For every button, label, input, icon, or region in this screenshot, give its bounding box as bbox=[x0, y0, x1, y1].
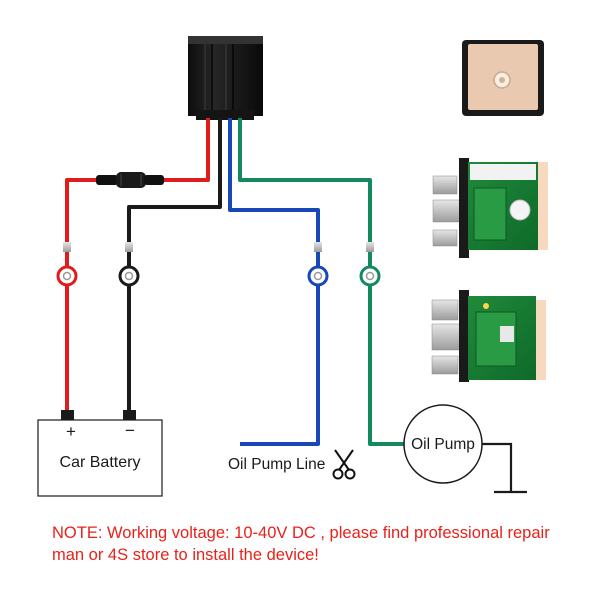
relay-icon bbox=[188, 36, 263, 120]
oil-pump-line-label: Oil Pump Line bbox=[228, 456, 325, 473]
scissors-icon bbox=[332, 449, 356, 480]
gps-module-icon bbox=[462, 40, 544, 116]
battery-label: Car Battery bbox=[60, 454, 141, 471]
power-wire bbox=[65, 118, 210, 245]
ring-terminal-icon bbox=[307, 242, 329, 287]
oil-pump: Oil Pump bbox=[403, 404, 483, 484]
battery-positive-label: + bbox=[66, 422, 76, 441]
installation-note: NOTE: Working voltage: 10-40V DC , pleas… bbox=[52, 524, 550, 564]
relay-board-icon bbox=[432, 158, 548, 258]
ring-terminal-icon bbox=[56, 242, 78, 287]
battery-negative-label: − bbox=[125, 421, 135, 440]
ground-wire bbox=[127, 118, 222, 410]
ring-terminal-icon bbox=[118, 242, 140, 287]
ground-symbol-icon bbox=[482, 442, 527, 494]
fuse-icon bbox=[96, 172, 164, 188]
oil-pump-label: Oil Pump bbox=[411, 436, 475, 453]
relay-board-icon bbox=[431, 290, 546, 382]
ring-terminal-icon bbox=[359, 242, 381, 287]
car-battery: + − Car Battery bbox=[37, 410, 163, 497]
pump-line-wire bbox=[228, 118, 320, 446]
pump-wire bbox=[238, 118, 404, 446]
